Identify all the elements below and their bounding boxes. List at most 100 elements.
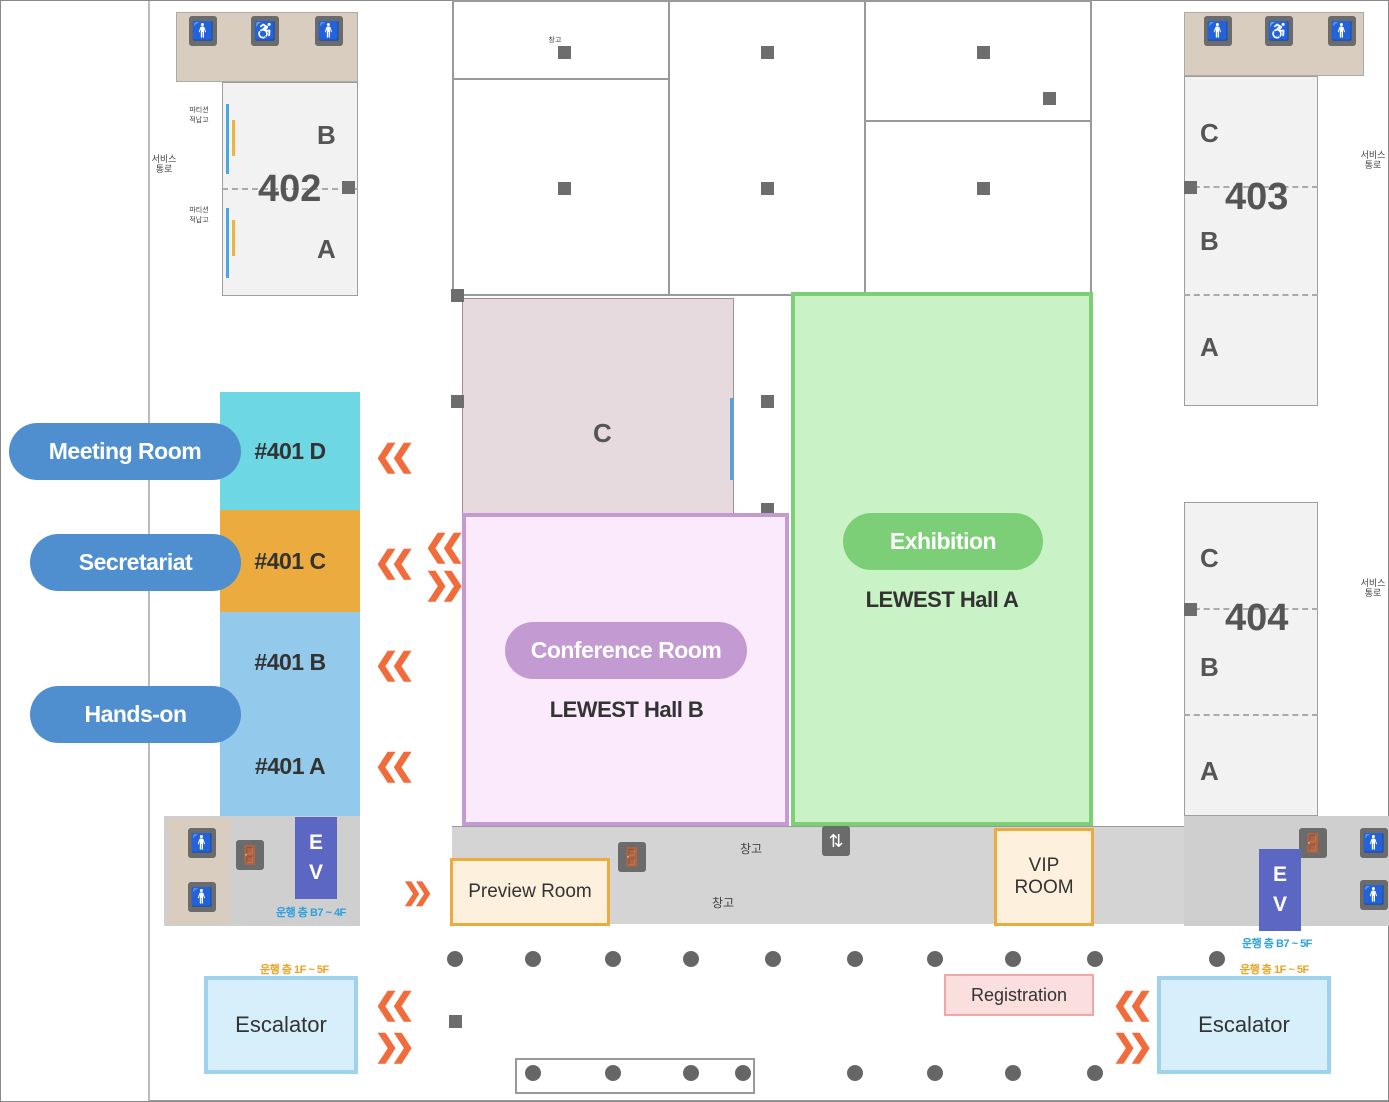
entry-arrow-right: ❯❯ — [1112, 1030, 1153, 1063]
room-401c[interactable]: #401 C — [220, 510, 360, 612]
room-403-part-c: C — [1200, 118, 1219, 148]
pillar — [1087, 1065, 1103, 1081]
toilet-icon: 🚹 — [1360, 828, 1388, 858]
top-divider-2 — [668, 0, 670, 296]
partition-bar — [730, 398, 733, 480]
column — [342, 181, 355, 194]
partition-storage-label: 파티션 적납고 — [189, 107, 209, 124]
registration-desk[interactable]: Registration — [944, 974, 1094, 1016]
partition-bar — [226, 208, 229, 278]
hands-on-tag[interactable]: Hands-on — [30, 686, 241, 743]
column — [761, 503, 774, 516]
column — [761, 46, 774, 59]
toilet-icon: 🚹 — [1204, 16, 1232, 46]
entry-arrow-left: ❮❮ — [424, 530, 465, 563]
column — [1184, 181, 1197, 194]
entry-arrow-left: ❮❮ — [1112, 988, 1153, 1021]
toilet-icon: 🚹 — [189, 16, 217, 46]
hall-b-name: LEWEST Hall B — [549, 697, 704, 722]
emergency-exit-icon: 🚪 — [236, 840, 264, 870]
room-401-ba — [220, 612, 360, 816]
escalator-right-note: 운행 층 1F ~ 5F — [1240, 964, 1309, 976]
entry-arrow-right: ❯❯ — [402, 879, 433, 906]
top-divider-4 — [864, 120, 1092, 122]
toilet-icon: 🚹 — [315, 16, 343, 46]
column — [558, 182, 571, 195]
column — [977, 182, 990, 195]
room-402-part-a: A — [317, 234, 336, 264]
column — [761, 182, 774, 195]
pillar — [605, 1065, 621, 1081]
vip-room[interactable]: VIP ROOM — [994, 828, 1094, 926]
top-divider-1 — [452, 78, 668, 80]
room-401a-label[interactable]: #401 A — [254, 752, 326, 779]
escalator-left[interactable]: Escalator — [204, 976, 358, 1074]
pillar — [847, 1065, 863, 1081]
elevator-right[interactable]: E V — [1259, 849, 1301, 931]
service-passage-right: 서비스 통로 — [1360, 150, 1386, 170]
pillar — [525, 951, 541, 967]
room-403-number: 403 — [1225, 176, 1289, 218]
room-402-part-b: B — [317, 120, 336, 150]
lobby-bench — [515, 1058, 755, 1094]
room-404-part-c: C — [1200, 543, 1219, 573]
wheelchair-icon: ♿ — [1265, 16, 1293, 46]
room-403[interactable] — [1184, 76, 1318, 406]
toilet-icon: 🚹 — [1328, 16, 1356, 46]
elevator-icon: ⇅ — [822, 826, 850, 856]
room-403-part-a: A — [1200, 332, 1219, 362]
elevator-right-note: 운행 층 B7 ~ 5F — [1242, 938, 1312, 950]
column — [1184, 603, 1197, 616]
entry-arrow-left: ❮❮ — [374, 648, 415, 681]
pillar — [525, 1065, 541, 1081]
emergency-exit-icon: 🚪 — [618, 842, 646, 872]
top-label-storage: 창고 — [548, 37, 562, 44]
entry-arrow-left: ❮❮ — [374, 749, 415, 782]
hall-a-name: LEWEST Hall A — [865, 587, 1019, 612]
room-404-number: 404 — [1225, 597, 1289, 639]
storage-label: 창고 — [739, 842, 763, 856]
pillar — [683, 1065, 699, 1081]
preview-room[interactable]: Preview Room — [450, 858, 610, 926]
entry-arrow-right: ❯❯ — [374, 1030, 415, 1063]
room-403-divider — [1184, 294, 1318, 296]
pillar — [927, 951, 943, 967]
pillar — [605, 951, 621, 967]
pillar — [735, 1065, 751, 1081]
room-hall-c[interactable] — [462, 298, 734, 514]
column — [1043, 92, 1056, 105]
pillar — [447, 951, 463, 967]
elevator-right-letter-e: E — [1272, 863, 1287, 886]
column — [449, 1015, 462, 1028]
escalator-right[interactable]: Escalator — [1157, 976, 1331, 1074]
pillar — [1005, 951, 1021, 967]
entry-arrow-left: ❮❮ — [374, 988, 415, 1021]
toilet-icon: 🚹 — [188, 882, 216, 912]
pillar — [927, 1065, 943, 1081]
room-401d[interactable]: #401 D — [220, 392, 360, 510]
room-404[interactable] — [1184, 502, 1318, 816]
partition-storage-label: 파티션 적납고 — [189, 207, 209, 224]
pillar — [1209, 951, 1225, 967]
service-passage-right-2: 서비스 통로 — [1360, 578, 1386, 598]
partition-bar — [226, 104, 229, 174]
room-404-divider — [1184, 608, 1318, 610]
column — [451, 395, 464, 408]
meeting-room-tag[interactable]: Meeting Room — [9, 423, 241, 480]
toilet-icon: 🚹 — [1360, 880, 1388, 910]
pillar — [847, 951, 863, 967]
elevator-left-note: 운행 층 B7 ~ 4F — [276, 907, 346, 919]
column — [558, 46, 571, 59]
emergency-exit-icon: 🚪 — [1299, 828, 1327, 858]
entry-arrow-left: ❮❮ — [374, 440, 415, 473]
pillar — [683, 951, 699, 967]
column — [451, 289, 464, 302]
room-401b-label[interactable]: #401 B — [254, 648, 326, 675]
room-402-divider — [222, 188, 358, 190]
room-403-divider — [1184, 186, 1318, 188]
pillar — [1087, 951, 1103, 967]
toilet-icon: 🚹 — [188, 828, 216, 858]
partition-bar — [232, 120, 235, 156]
elevator-left[interactable]: E V — [295, 817, 337, 899]
secretariat-tag[interactable]: Secretariat — [30, 534, 241, 591]
